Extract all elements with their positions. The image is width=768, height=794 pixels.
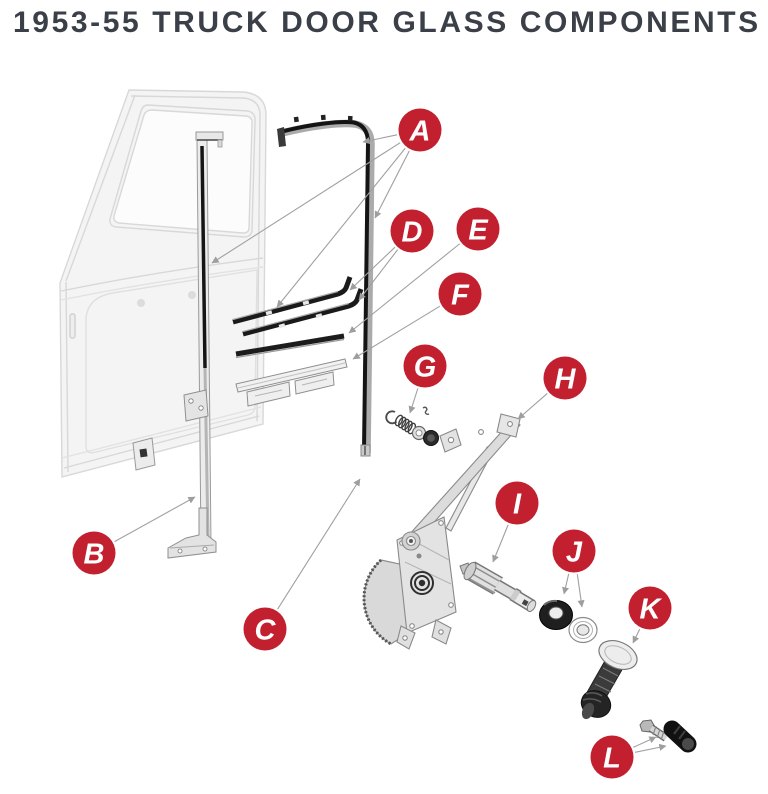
leader-line-A <box>374 150 410 219</box>
lower-glass-channel <box>235 358 348 407</box>
leader-line-F <box>352 305 441 360</box>
leader-line-K <box>632 628 641 644</box>
spring-washer-kit <box>385 406 439 446</box>
window-sweep-strips <box>232 276 364 337</box>
leader-line-J <box>576 574 585 608</box>
leader-line-H <box>517 393 548 420</box>
leader-line-I <box>492 524 509 563</box>
callout-badge-F: F <box>438 272 482 316</box>
leader-line-D <box>358 249 399 301</box>
leader-line-G <box>408 388 419 414</box>
leader-line-C <box>277 478 361 610</box>
division-bar-assembly <box>132 131 224 559</box>
leader-line-A <box>211 142 401 264</box>
callout-badge-B: B <box>72 531 116 575</box>
leader-line-A <box>362 134 398 145</box>
callout-letter-C: C <box>255 615 277 647</box>
callout-letter-E: E <box>468 215 489 247</box>
callout-badge-I: I <box>495 481 539 525</box>
callout-badge-H: H <box>543 356 587 400</box>
callout-letter-B: B <box>84 539 105 571</box>
callout-badge-A: A <box>398 108 442 152</box>
callout-letter-K: K <box>640 594 663 626</box>
leader-line-B <box>114 496 196 543</box>
leader-line-D <box>349 246 396 291</box>
callout-badge-E: E <box>456 207 500 251</box>
callout-letter-H: H <box>555 364 577 396</box>
callout-badge-L: L <box>590 735 634 779</box>
leader-line-A <box>276 147 406 308</box>
leader-line-L <box>634 743 667 753</box>
callout-letter-G: G <box>414 352 437 384</box>
callout-letter-D: D <box>402 217 423 249</box>
leader-line-J <box>562 573 570 595</box>
page-title: 1953-55 TRUCK DOOR GLASS COMPONENTS <box>13 6 761 39</box>
callout-badge-C: C <box>243 607 287 651</box>
callout-badge-G: G <box>403 344 447 388</box>
regulator-shaft <box>459 561 537 612</box>
glass-run-channel-frame <box>277 114 375 457</box>
leader-line-L <box>633 736 657 748</box>
callout-letter-J: J <box>566 537 583 569</box>
callout-badge-K: K <box>628 586 672 630</box>
crank-handle <box>580 640 638 720</box>
callout-letter-L: L <box>603 743 621 775</box>
callout-letter-A: A <box>409 116 431 148</box>
callout-letter-I: I <box>513 489 522 521</box>
callout-letter-F: F <box>451 280 470 312</box>
leader-line-E <box>348 243 461 334</box>
window-regulator <box>362 413 521 650</box>
shaft-seal-and-escutcheon <box>539 599 598 644</box>
handle-screw-set <box>639 719 697 753</box>
callout-layer: A B C D E F G H I J K L <box>72 108 672 779</box>
callout-badge-D: D <box>390 209 434 253</box>
door-shell-illustration <box>59 89 267 478</box>
felt-channel-strip <box>235 333 345 359</box>
callout-badge-J: J <box>552 529 596 573</box>
